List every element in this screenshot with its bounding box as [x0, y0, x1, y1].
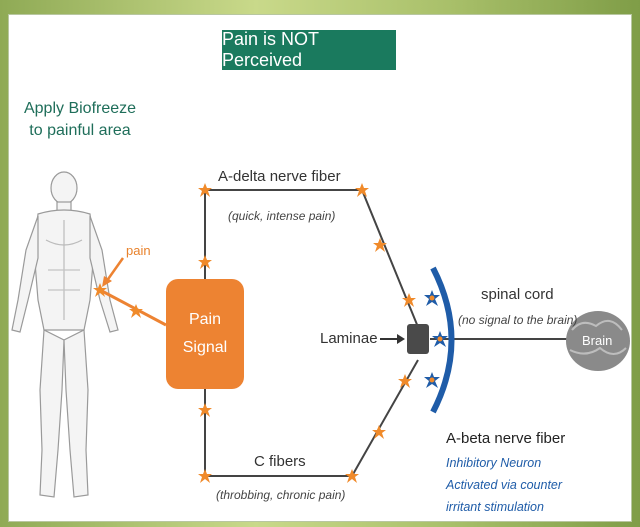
abeta-line1: Inhibitory Neuron: [446, 452, 562, 474]
abeta-line3: irritant stimulation: [446, 496, 562, 518]
apply-line1: Apply Biofreeze: [20, 98, 140, 120]
apply-biofreeze-label: Apply Biofreeze to painful area: [20, 98, 140, 142]
adelta-label: A-delta nerve fiber: [218, 168, 341, 185]
pain-pointer: [106, 258, 123, 282]
title-banner: Pain is NOT Perceived: [222, 30, 396, 70]
abeta-description: Inhibitory Neuron Activated via counter …: [446, 452, 562, 518]
signal-line2: Signal: [183, 334, 227, 362]
cfibers-sub: (throbbing, chronic pain): [216, 488, 345, 502]
abeta-label: A-beta nerve fiber: [446, 430, 565, 447]
spinal-cord-sub: (no signal to the brain): [458, 313, 577, 327]
spinal-cord-label: spinal cord: [481, 286, 554, 303]
laminae-label: Laminae: [320, 330, 378, 347]
adelta-sub: (quick, intense pain): [228, 209, 335, 223]
pain-label: pain: [126, 243, 151, 258]
pain-signal-box: Pain Signal: [166, 279, 244, 389]
human-figure: [12, 172, 118, 497]
brain-label: Brain: [582, 333, 612, 348]
apply-line2: to painful area: [20, 120, 140, 142]
abeta-line2: Activated via counter: [446, 474, 562, 496]
cfibers-label: C fibers: [254, 453, 306, 470]
signal-line1: Pain: [189, 306, 221, 334]
laminae-block: [407, 324, 429, 354]
